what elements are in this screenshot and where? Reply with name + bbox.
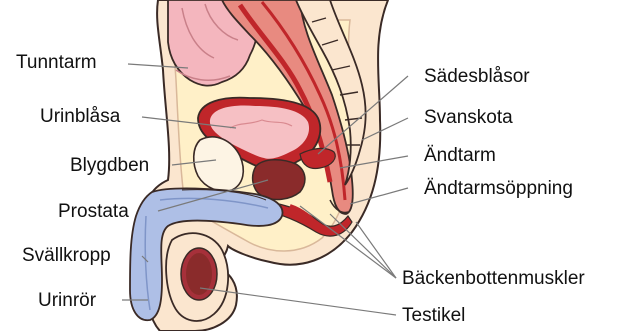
label-urinror: Urinrör [38,290,96,312]
label-svallkropp: Svällkropp [22,245,111,267]
label-andtarmsoppning: Ändtarmsöppning [424,178,573,200]
label-urinblasa: Urinblåsa [40,106,120,128]
prostate [253,160,305,200]
label-testikel: Testikel [402,305,465,327]
label-prostata: Prostata [58,201,129,223]
label-backenbottenmuskler: Bäckenbottenmuskler [402,268,585,290]
label-svanskota: Svanskota [424,107,513,129]
label-andtarm: Ändtarm [424,145,496,167]
label-blygdben: Blygdben [70,155,149,177]
label-tunntarm: Tunntarm [16,52,97,74]
leader-backenbotten-3 [356,222,396,278]
label-sadesblasor: Sädesblåsor [424,66,530,88]
scrotum [166,233,228,321]
